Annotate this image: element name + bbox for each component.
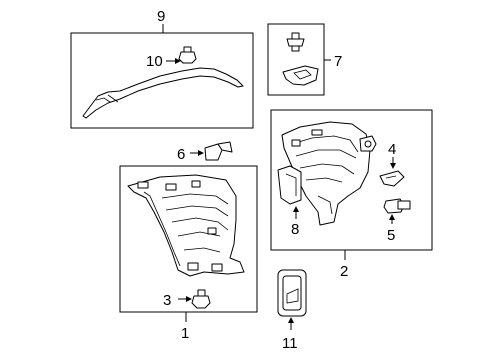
callout-5: 5 (387, 227, 395, 244)
callout-11-arrow (288, 317, 294, 323)
callout-6-arrow (198, 150, 204, 156)
callout-2: 2 (340, 263, 348, 280)
callout-11: 11 (282, 335, 298, 352)
bolt-part-7 (286, 32, 305, 52)
push-clip-part (359, 135, 377, 152)
clip-10-part (178, 46, 197, 64)
trim-strip-end-detail (95, 97, 111, 103)
callout-4: 4 (388, 141, 396, 158)
bracket-part-8 (277, 165, 302, 205)
group-1: 1 3 (119, 165, 258, 342)
group-2-box (270, 109, 433, 251)
callout-8: 8 (291, 221, 299, 238)
callout-9: 9 (157, 8, 165, 25)
quarter-pillar-trim (127, 174, 245, 277)
group-2: 2 8 4 (270, 109, 433, 280)
group-7: 7 (267, 23, 342, 96)
callout-10-arrow (175, 58, 181, 64)
switch-cover-11 (277, 269, 307, 317)
clip-3-part (191, 289, 211, 309)
bolt-5 (383, 198, 411, 214)
callout-10: 10 (146, 53, 163, 70)
bracket-part-7 (282, 65, 319, 86)
callout-4-arrow (390, 163, 396, 169)
roof-trim-strip (82, 67, 244, 119)
callout-8-arrow (293, 206, 299, 212)
callout-3: 3 (163, 292, 171, 309)
callout-1: 1 (181, 325, 189, 342)
retainer-clip-4 (379, 170, 405, 187)
group-6: 6 (177, 141, 233, 163)
callout-6: 6 (177, 146, 185, 163)
group-1-box (119, 165, 258, 313)
callout-3-arrow (186, 296, 192, 302)
group-9-box (70, 32, 254, 129)
trim-strip-rib (107, 94, 119, 103)
group-9: 9 10 (70, 8, 254, 129)
group-11: 11 (277, 269, 307, 352)
callout-7: 7 (334, 53, 342, 70)
callout-5-arrow (389, 214, 395, 220)
clip-6-part (204, 141, 233, 161)
